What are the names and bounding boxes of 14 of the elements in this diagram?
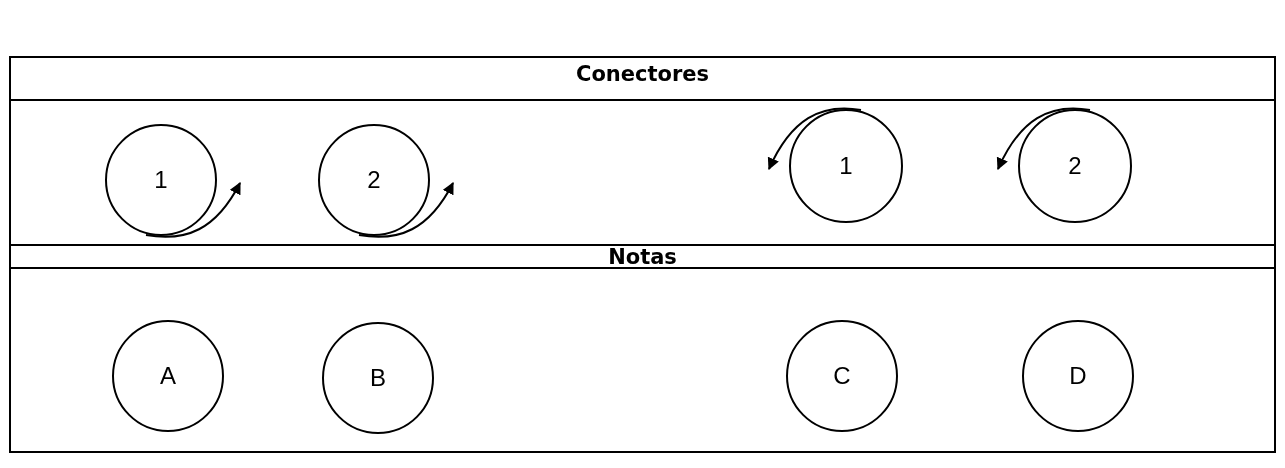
- circle-label: 1: [154, 166, 168, 194]
- circle-label: D: [1069, 362, 1087, 390]
- curved-arrow: [145, 181, 241, 238]
- circle-label: 2: [367, 166, 381, 194]
- curved-arrow: [358, 181, 454, 238]
- curved-arrow: [768, 107, 862, 171]
- circle-label: 1: [839, 152, 853, 180]
- circle-label: C: [833, 362, 851, 390]
- circle-label: B: [370, 364, 386, 392]
- curved-arrow: [997, 107, 1091, 171]
- section-heading: Conectores: [576, 62, 709, 86]
- circle-label: 2: [1068, 152, 1082, 180]
- section-heading: Notas: [608, 245, 677, 269]
- circle-label: A: [160, 362, 176, 390]
